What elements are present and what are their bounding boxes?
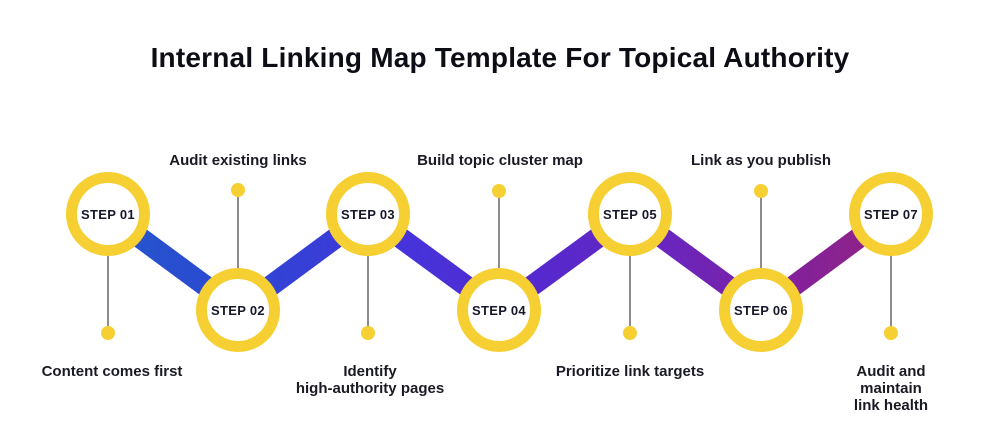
step-node-06: STEP 06 bbox=[719, 268, 803, 352]
step-label-06: STEP 06 bbox=[734, 302, 788, 318]
step-label-04: STEP 04 bbox=[472, 302, 526, 318]
step-node-01: STEP 01 bbox=[66, 172, 150, 256]
leader-lines bbox=[107, 191, 892, 333]
caption-step-05: Prioritize link targets bbox=[555, 363, 705, 380]
leader-dot-step-02 bbox=[231, 183, 245, 197]
step-label-02: STEP 02 bbox=[211, 302, 265, 318]
page-title: Internal Linking Map Template For Topica… bbox=[150, 42, 850, 73]
step-node-05: STEP 05 bbox=[588, 172, 672, 256]
step-label-05: STEP 05 bbox=[603, 206, 657, 222]
caption-step-07: Audit and maintain link health bbox=[853, 363, 929, 414]
leader-dot-step-03 bbox=[361, 326, 375, 340]
step-node-07: STEP 07 bbox=[849, 172, 933, 256]
leader-dot-step-01 bbox=[101, 326, 115, 340]
caption-step-02: Audit existing links bbox=[169, 152, 307, 169]
step-node-04: STEP 04 bbox=[457, 268, 541, 352]
step-label-03: STEP 03 bbox=[341, 206, 395, 222]
leader-dot-step-04 bbox=[492, 184, 506, 198]
caption-step-04: Build topic cluster map bbox=[417, 152, 583, 169]
step-node-02: STEP 02 bbox=[196, 268, 280, 352]
step-label-07: STEP 07 bbox=[864, 206, 918, 222]
caption-step-01: Content comes first bbox=[41, 363, 183, 380]
caption-step-03: Identify high-authority pages bbox=[295, 363, 445, 397]
caption-step-06: Link as you publish bbox=[690, 152, 832, 169]
leader-dot-step-05 bbox=[623, 326, 637, 340]
leader-dot-step-07 bbox=[884, 326, 898, 340]
leader-dots bbox=[101, 183, 898, 340]
leader-dot-step-06 bbox=[754, 184, 768, 198]
step-node-03: STEP 03 bbox=[326, 172, 410, 256]
step-label-01: STEP 01 bbox=[81, 206, 135, 222]
